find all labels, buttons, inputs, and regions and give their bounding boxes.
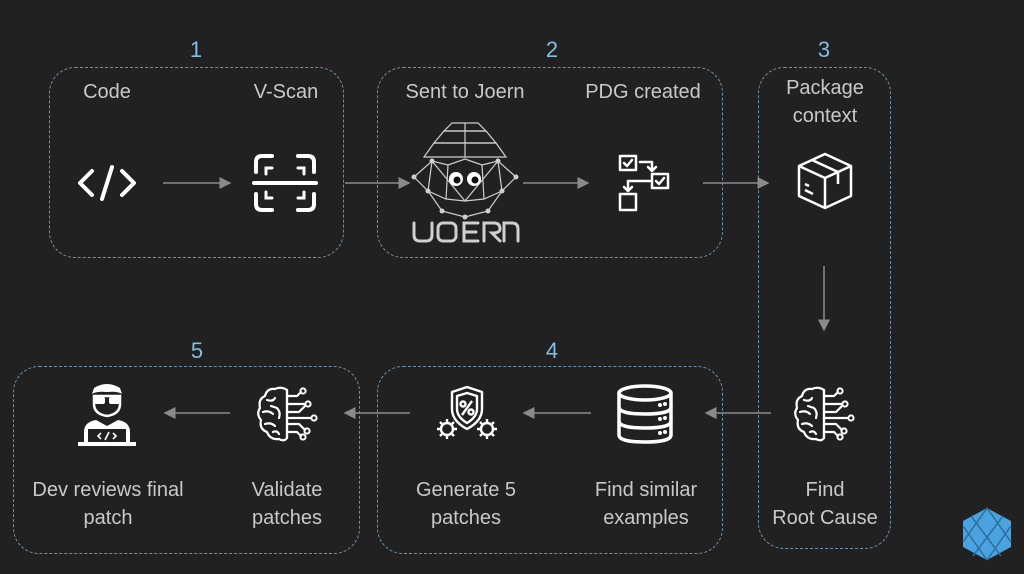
pdg-icon bbox=[616, 152, 674, 214]
step-3-box bbox=[758, 67, 891, 549]
step-5-box bbox=[13, 366, 360, 554]
step-2-box bbox=[377, 67, 723, 258]
brain-icon bbox=[255, 384, 319, 444]
step-3-number: 3 bbox=[817, 37, 831, 62]
dev-reviews-label: Dev reviews final patch bbox=[32, 479, 184, 529]
generate-patches-label: Generate 5 patches bbox=[415, 479, 517, 529]
step-2-number: 2 bbox=[545, 37, 559, 62]
validate-patches-label: Validate patches bbox=[251, 479, 323, 529]
developer-icon bbox=[74, 382, 140, 446]
step-1-number: 1 bbox=[189, 37, 203, 62]
sent-to-joern-label: Sent to Joern bbox=[405, 81, 525, 103]
brain-icon bbox=[792, 384, 856, 444]
shield-gears-icon bbox=[436, 383, 498, 443]
brand-logo-icon bbox=[961, 506, 1013, 562]
database-icon bbox=[615, 383, 675, 447]
step-4-box bbox=[377, 366, 723, 554]
joern-logo bbox=[408, 117, 523, 250]
step-1-box bbox=[49, 67, 344, 258]
scan-icon bbox=[252, 152, 318, 214]
package-icon bbox=[795, 150, 855, 212]
pdg-created-label: PDG created bbox=[585, 81, 701, 103]
code-icon bbox=[76, 163, 138, 203]
code-label: Code bbox=[83, 81, 131, 103]
find-root-cause-label: Find Root Cause bbox=[772, 479, 878, 529]
find-similar-examples-label: Find similar examples bbox=[594, 479, 698, 529]
package-context-label: Package context bbox=[786, 77, 864, 127]
step-5-number: 5 bbox=[190, 338, 204, 363]
step-4-number: 4 bbox=[545, 338, 559, 363]
vscan-label: V-Scan bbox=[253, 81, 319, 103]
